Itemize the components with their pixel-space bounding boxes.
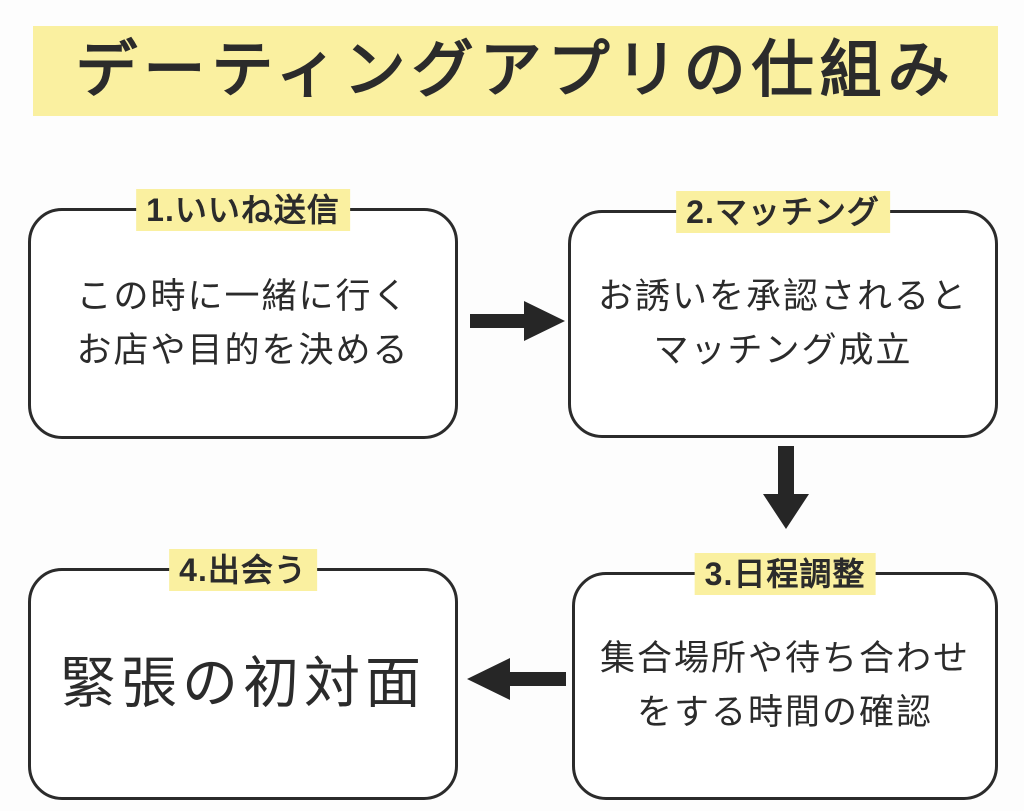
flow-node-step-4: 4.出会う 緊張の初対面 xyxy=(28,549,458,800)
flow-node-step-1: 1.いいね送信 この時に一緒に行く お店や目的を決める xyxy=(28,189,458,439)
flow-node-label-step-1: 1.いいね送信 xyxy=(136,189,350,231)
arrow-right-icon xyxy=(470,300,566,342)
flow-node-body-step-1: この時に一緒に行く お店や目的を決める xyxy=(31,269,455,378)
flow-node-body-step-4: 緊張の初対面 xyxy=(31,641,455,728)
arrow-left-icon xyxy=(466,656,566,702)
flow-node-label-step-3: 3.日程調整 xyxy=(694,553,876,595)
flow-node-step-3: 3.日程調整 集合場所や待ち合わせ をする時間の確認 xyxy=(572,553,998,800)
flow-node-body-step-3: 集合場所や待ち合わせ をする時間の確認 xyxy=(575,632,995,741)
page-title: デーティングアプリの仕組み xyxy=(33,26,998,116)
flow-node-body-line: お誘いを承認されると xyxy=(597,276,968,316)
arrow-down-icon xyxy=(756,446,816,530)
flow-node-label-step-4: 4.出会う xyxy=(169,549,317,591)
flow-node-body-line: お店や目的を決める xyxy=(76,330,410,370)
flow-node-body-line: をする時間の確認 xyxy=(636,693,933,732)
flow-node-body-line: マッチング成立 xyxy=(653,331,913,370)
flow-node-step-2: 2.マッチング お誘いを承認されると マッチング成立 xyxy=(568,191,998,438)
flow-node-body-line: 緊張の初対面 xyxy=(60,651,426,715)
flow-node-body-line: この時に一緒に行く xyxy=(76,276,410,316)
flow-node-label-step-2: 2.マッチング xyxy=(676,191,890,233)
page-title-text: デーティングアプリの仕組み xyxy=(33,26,998,116)
flow-node-body-step-2: お誘いを承認されると マッチング成立 xyxy=(571,270,995,379)
flow-node-body-line: 集合場所や待ち合わせ xyxy=(599,638,970,678)
